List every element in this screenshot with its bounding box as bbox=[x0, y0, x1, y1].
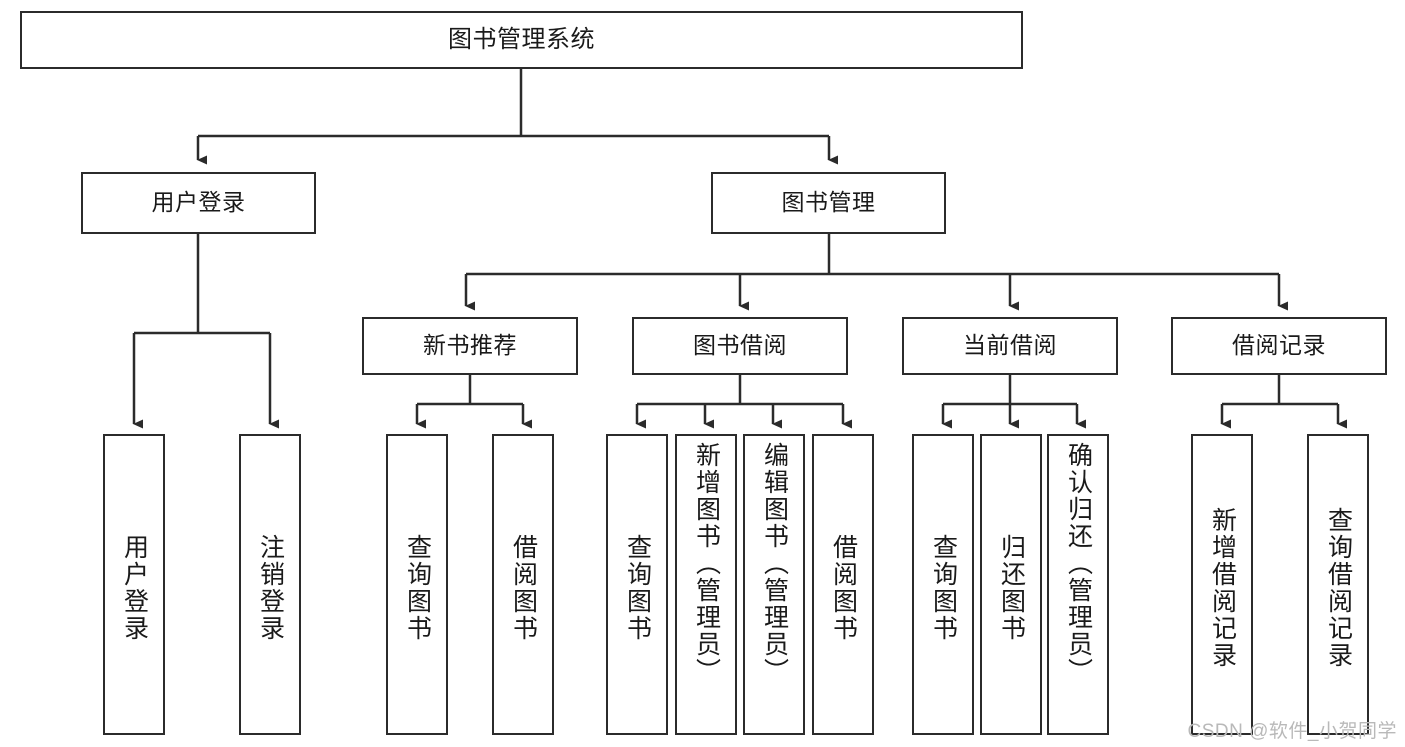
node-book-borrow[interactable]: 图书借阅 bbox=[632, 317, 848, 375]
node-label: 图书管理系统 bbox=[448, 25, 595, 53]
node-label: 新增图书（管理员） bbox=[692, 442, 721, 685]
csdn-watermark: CSDN @软件_小贺同学 bbox=[1187, 721, 1397, 742]
leaf-query-book-borrow[interactable]: 查询图书 bbox=[606, 434, 668, 735]
node-book-management[interactable]: 图书管理 bbox=[711, 172, 946, 234]
leaf-user-login[interactable]: 用户登录 bbox=[103, 434, 165, 735]
node-label: 新增借阅记录 bbox=[1208, 506, 1237, 669]
node-label: 新书推荐 bbox=[423, 332, 517, 359]
node-label: 确认归还（管理员） bbox=[1064, 442, 1093, 685]
node-label: 查询图书 bbox=[929, 533, 958, 642]
node-user-login[interactable]: 用户登录 bbox=[81, 172, 316, 234]
node-label: 查询借阅记录 bbox=[1324, 506, 1353, 669]
node-label: 注销登录 bbox=[256, 533, 285, 642]
leaf-query-book-recommend[interactable]: 查询图书 bbox=[386, 434, 448, 735]
node-label: 查询图书 bbox=[623, 533, 652, 642]
leaf-add-book-admin[interactable]: 新增图书（管理员） bbox=[675, 434, 737, 735]
node-label: 借阅图书 bbox=[509, 533, 538, 642]
node-label: 图书借阅 bbox=[693, 332, 787, 359]
node-label: 借阅记录 bbox=[1232, 332, 1326, 359]
node-borrow-record[interactable]: 借阅记录 bbox=[1171, 317, 1387, 375]
leaf-borrow-book-recommend[interactable]: 借阅图书 bbox=[492, 434, 554, 735]
leaf-confirm-return-admin[interactable]: 确认归还（管理员） bbox=[1047, 434, 1109, 735]
node-label: 当前借阅 bbox=[963, 332, 1057, 359]
node-label: 归还图书 bbox=[997, 533, 1026, 642]
node-label: 查询图书 bbox=[403, 533, 432, 642]
leaf-edit-book-admin[interactable]: 编辑图书（管理员） bbox=[743, 434, 805, 735]
leaf-query-borrow-record[interactable]: 查询借阅记录 bbox=[1307, 434, 1369, 735]
node-label: 用户登录 bbox=[120, 533, 149, 642]
node-label: 借阅图书 bbox=[829, 533, 858, 642]
leaf-add-borrow-record[interactable]: 新增借阅记录 bbox=[1191, 434, 1253, 735]
node-label: 图书管理 bbox=[781, 189, 876, 216]
node-label: 编辑图书（管理员） bbox=[760, 442, 789, 685]
node-root-book-management-system[interactable]: 图书管理系统 bbox=[20, 11, 1023, 69]
leaf-logout[interactable]: 注销登录 bbox=[239, 434, 301, 735]
leaf-borrow-book[interactable]: 借阅图书 bbox=[812, 434, 874, 735]
node-label: 用户登录 bbox=[151, 189, 246, 216]
node-new-book-recommend[interactable]: 新书推荐 bbox=[362, 317, 578, 375]
node-current-borrow[interactable]: 当前借阅 bbox=[902, 317, 1118, 375]
leaf-return-book[interactable]: 归还图书 bbox=[980, 434, 1042, 735]
leaf-query-book-current[interactable]: 查询图书 bbox=[912, 434, 974, 735]
